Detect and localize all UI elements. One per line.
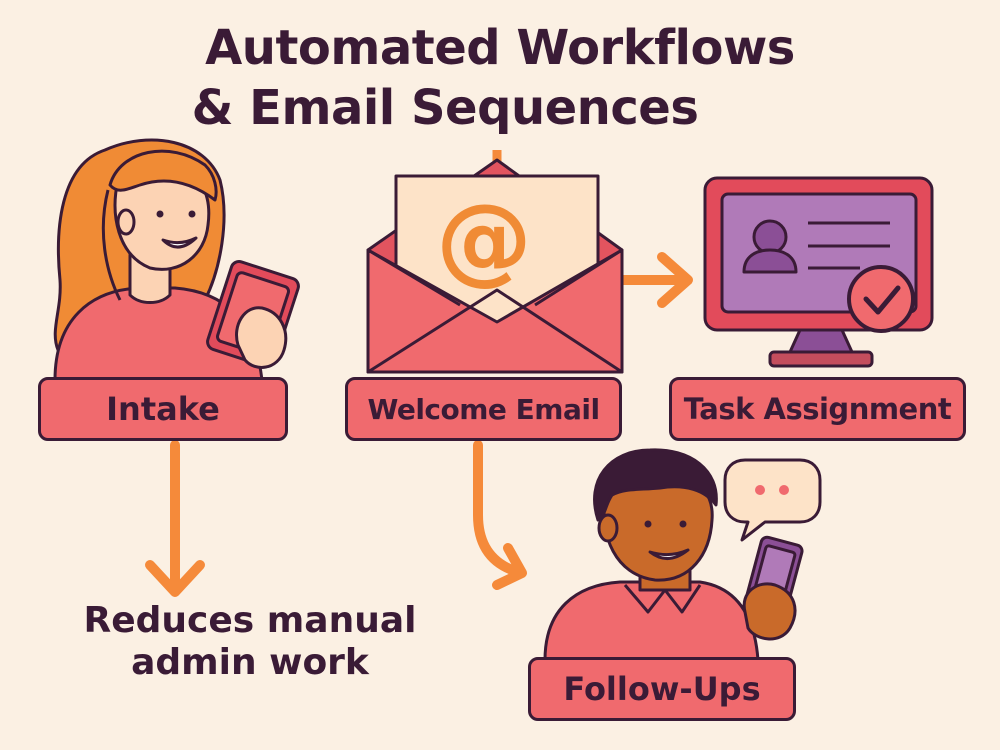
man-hair-icon <box>593 448 718 522</box>
step-task-assignment-label: Task Assignment <box>669 377 966 441</box>
title-line-1: Automated Workflows <box>205 20 795 76</box>
arrow-welcome-to-followups <box>473 440 527 590</box>
benefit-note-line-2: admin work <box>131 642 369 683</box>
email-at-symbol: @ <box>436 183 532 295</box>
arrow-intake-to-note <box>145 440 205 597</box>
benefit-note-line-1: Reduces manual <box>83 600 417 641</box>
step-intake-label: Intake <box>38 377 288 441</box>
intake-person-illustration <box>53 138 300 382</box>
checkmark-icon <box>847 265 915 333</box>
step-welcome-email-label: Welcome Email <box>345 377 622 441</box>
envelope-icon <box>366 158 624 374</box>
chat-bubble-icon <box>723 458 822 542</box>
monitor-icon <box>703 176 934 368</box>
followup-person-illustration <box>543 448 804 662</box>
step-follow-ups-label: Follow-Ups <box>528 657 796 721</box>
benefit-note: Reduces manual admin work <box>40 600 460 684</box>
diagram-title: Automated Workflows & Email Sequences <box>0 18 1000 138</box>
user-profile-icon <box>742 219 798 274</box>
title-line-2: & Email Sequences <box>191 80 699 136</box>
